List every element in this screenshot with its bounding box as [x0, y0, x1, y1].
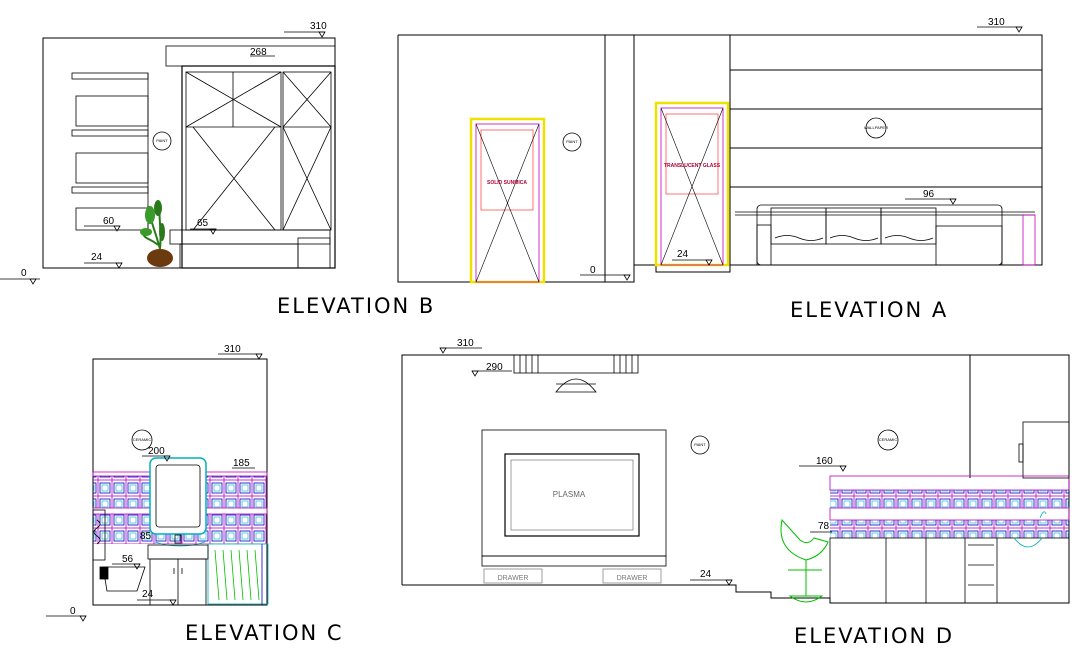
wallpaper-label: WALLPAPER [864, 125, 888, 130]
shower-glass [214, 544, 263, 605]
ceramic-label: CERAMIC [879, 437, 898, 442]
toilet [92, 509, 146, 592]
dim-label: 290 [486, 362, 503, 373]
bar-stool [780, 518, 829, 603]
elevation-d-title: ELEVATION D [794, 624, 954, 648]
wallpaper-tag: WALLPAPER [864, 117, 888, 139]
tile-band [830, 490, 1069, 508]
drawer-label: DRAWER [498, 575, 529, 582]
dim-label: 310 [457, 338, 474, 349]
dim-label: 78 [818, 521, 830, 532]
dim-label: 0 [590, 265, 596, 276]
dim-label: 24 [142, 589, 154, 600]
dim-label: 65 [197, 218, 209, 229]
mirror [149, 457, 207, 535]
dim-label: 200 [148, 446, 165, 457]
elevation-b: PAINT 310 268 60 65 24 0 ELEVATION B [0, 21, 435, 318]
elevation-c-title: ELEVATION C [185, 621, 344, 645]
tile-band [830, 520, 1069, 538]
dim-label: 24 [700, 569, 712, 580]
dims-a [580, 26, 1023, 281]
plasma-label: PLASMA [553, 490, 586, 499]
dims-d [439, 347, 847, 586]
dim-label: 160 [816, 456, 833, 467]
dim-label: 60 [103, 216, 115, 227]
wall-shelves [71, 72, 149, 231]
tv-unit [481, 429, 667, 584]
wall-outline [397, 34, 1043, 283]
dim-label: 0 [70, 606, 76, 617]
dim-label: 24 [677, 249, 689, 260]
dim-label: 96 [923, 189, 935, 200]
door-solid-sunmica: SOLID SUNMICA [469, 117, 546, 284]
ceramic-tag: CERAMIC [877, 429, 899, 451]
paint-tag: PAINT [690, 435, 710, 455]
ceramic-tag: CERAMIC [131, 429, 153, 451]
dim-label: 24 [91, 252, 103, 263]
dims-b [0, 31, 326, 285]
dim-label: 185 [233, 458, 250, 469]
sofa [735, 204, 1036, 266]
bed-unit [169, 229, 331, 269]
door-translucent-glass: TRANSLUCENT GLASS [654, 101, 730, 267]
elevation-a: SOLID SUNMICA TRANSLUCENT GLASS [397, 17, 1043, 322]
dim-label: 310 [224, 344, 241, 355]
dim-label: 310 [988, 17, 1005, 28]
tile-border [829, 507, 1070, 521]
material-label: SOLID SUNMICA [487, 180, 527, 186]
drawer-label: DRAWER [617, 575, 648, 582]
paint-tag: PAINT [152, 131, 172, 151]
paint-tag: PAINT [562, 132, 582, 152]
elevation-a-title: ELEVATION A [790, 298, 948, 322]
elevation-b-title: ELEVATION B [277, 294, 435, 318]
ceramic-label: CERAMIC [133, 437, 152, 442]
dim-label: 85 [140, 531, 152, 542]
potted-plant [140, 200, 173, 267]
dim-label: 0 [21, 268, 27, 279]
upper-cabinet [1018, 421, 1070, 479]
dim-label: 268 [250, 47, 267, 58]
vanity [147, 534, 209, 606]
dims-c [46, 353, 263, 622]
paint-label: PAINT [566, 139, 578, 144]
shower-tile [207, 543, 269, 605]
elevation-c: CERAMIC 310 200 185 85 56 24 0 ELEVATION… [46, 344, 344, 645]
paint-label: PAINT [694, 442, 706, 447]
dim-label: 310 [310, 21, 327, 32]
ceiling-light [513, 354, 639, 393]
dim-label: 56 [122, 554, 134, 565]
elevation-d: PLASMA DRAWER DRAWER [401, 338, 1070, 648]
material-label: TRANSLUCENT GLASS [664, 163, 721, 169]
paint-label: PAINT [156, 138, 168, 143]
kitchen-base-cabinets [829, 511, 1070, 604]
